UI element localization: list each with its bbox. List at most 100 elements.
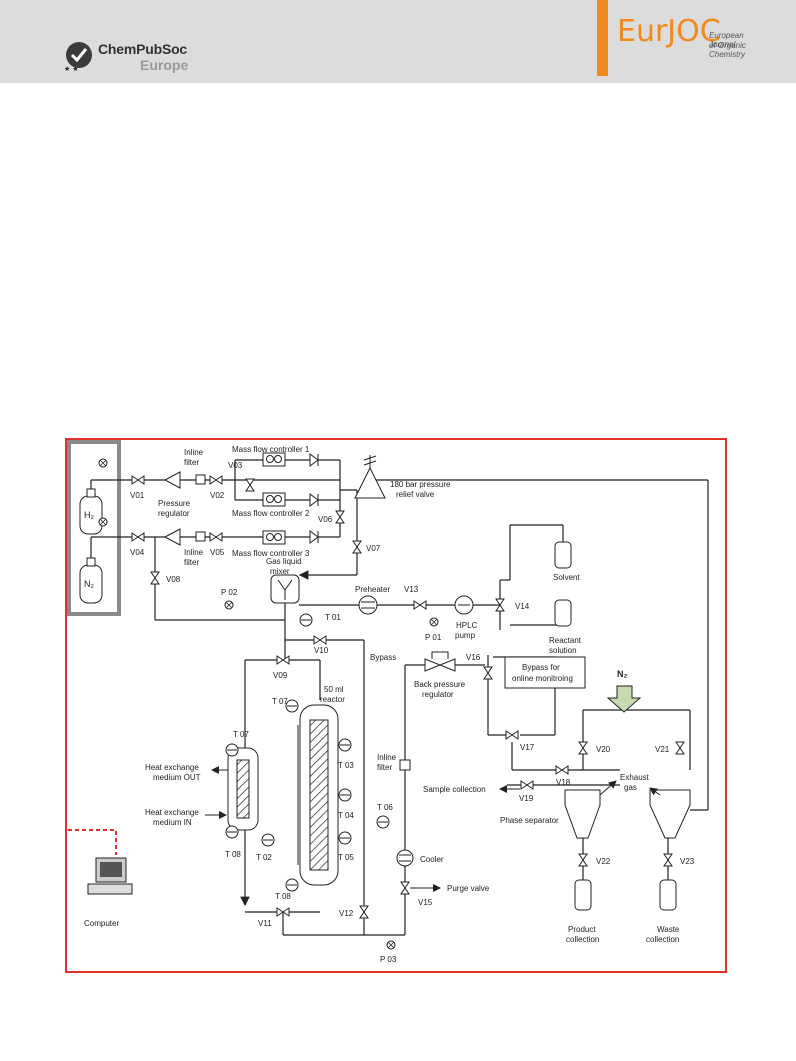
valve-v21[interactable]	[675, 741, 685, 755]
valve-v23[interactable]	[663, 853, 673, 867]
preheater-label: Preheater	[355, 585, 390, 594]
valve-v22-label: V22	[596, 857, 611, 866]
n2-cylinder	[79, 557, 103, 604]
valve-v03-label: V03	[228, 461, 243, 470]
valve-v07[interactable]	[352, 540, 362, 554]
mixer-label-b: mixer	[270, 567, 290, 576]
product-label-b: collection	[566, 935, 599, 944]
t05-sensor-icon	[338, 831, 352, 845]
phase-separator-2-icon	[649, 789, 691, 839]
t08a-label: T 08	[225, 850, 241, 859]
chempubsoc-logo: ★ ★ ChemPubSoc Europe	[62, 38, 222, 78]
computer-label: Computer	[84, 919, 119, 928]
valve-v09-label: V09	[273, 671, 288, 680]
p02-gauge-icon	[224, 600, 234, 610]
cooler-icon	[396, 849, 414, 867]
eurjoc-line1: European Journal	[709, 31, 744, 49]
hplc-pump-icon	[454, 595, 474, 615]
inline-filter-2-label-b: filter	[184, 558, 199, 567]
chempubsoc-name: ChemPubSoc	[98, 41, 188, 57]
mfc-3-label: Mass flow controller 3	[232, 549, 310, 558]
valve-v19[interactable]	[520, 780, 534, 790]
t07a-sensor-icon	[225, 743, 239, 757]
mfc-2-icon	[262, 492, 319, 507]
t03-label: T 03	[338, 761, 354, 770]
valve-v12[interactable]	[359, 905, 369, 919]
preheater-icon	[358, 595, 378, 615]
hx-in-label-a: Heat exchange	[145, 808, 199, 817]
p01-gauge-icon	[429, 617, 439, 627]
valve-v08-label: V08	[166, 575, 181, 584]
t01-sensor-icon	[299, 613, 313, 627]
gas-cabinet	[67, 440, 121, 616]
heat-exchanger-icon	[227, 747, 259, 831]
chempubsoc-sub: Europe	[140, 57, 189, 73]
mfc-1-icon	[262, 452, 319, 467]
bypass-online-label-b: online monitroing	[512, 674, 573, 683]
valve-v20[interactable]	[578, 741, 588, 755]
solvent-bottle-icon	[554, 541, 572, 569]
reactor-label-b: reactor	[320, 695, 345, 704]
t06-label: T 06	[377, 803, 393, 812]
t05-label: T 05	[338, 853, 354, 862]
valve-v12-label: V12	[339, 909, 354, 918]
accent-bar	[597, 0, 608, 76]
relief-valve-icon	[354, 455, 386, 499]
valve-v04[interactable]	[131, 532, 145, 542]
p01-label: P 01	[425, 633, 442, 642]
n2-label: N₂	[84, 579, 94, 589]
hx-out-label-a: Heat exchange	[145, 763, 199, 772]
valve-v06[interactable]	[335, 510, 345, 524]
valve-v18[interactable]	[555, 765, 569, 775]
valve-v16-label: V16	[466, 653, 481, 662]
t08b-sensor-icon	[285, 878, 299, 892]
pressure-regulator-label-a: Pressure	[158, 499, 191, 508]
valve-v01[interactable]	[131, 475, 145, 485]
t02-sensor-icon	[261, 833, 275, 847]
h2-label: H₂	[84, 510, 94, 520]
t06-sensor-icon	[376, 815, 390, 829]
valve-v05[interactable]	[209, 532, 223, 542]
h2-cylinder	[79, 488, 103, 535]
solvent-label: Solvent	[553, 573, 580, 582]
cooler-label: Cooler	[420, 855, 444, 864]
valve-v18-label: V18	[556, 778, 571, 787]
pressure-regulator-2-icon	[163, 528, 181, 546]
valve-v15[interactable]	[400, 881, 410, 895]
t04-label: T 04	[338, 811, 354, 820]
reactor-icon	[297, 704, 339, 886]
valve-v17[interactable]	[505, 730, 519, 740]
valve-v11-label: V11	[258, 919, 272, 928]
exhaust-label-a: Exhaust	[620, 773, 650, 782]
purge-label: Purge valve	[447, 884, 490, 893]
inline-filter-3-label-a: Inline	[377, 753, 397, 762]
reactant-bottle-icon	[554, 599, 572, 627]
valve-v03[interactable]	[245, 478, 255, 492]
valve-v22[interactable]	[578, 853, 588, 867]
t02-label: T 02	[256, 853, 272, 862]
valve-v20-label: V20	[596, 745, 611, 754]
valve-v15-label: V15	[418, 898, 433, 907]
valve-v13[interactable]	[413, 600, 427, 610]
exhaust-arrow-2	[649, 787, 661, 796]
valve-v09[interactable]	[276, 655, 290, 665]
hplc-label-b: pump	[455, 631, 476, 640]
valve-v06-label: V06	[318, 515, 333, 524]
n2-inlet-arrow-icon	[606, 685, 642, 713]
valve-v10[interactable]	[313, 635, 327, 645]
back-pressure-regulator-icon	[424, 651, 456, 672]
eurjoc-logo: EurJOC European Journal of Organic Chemi…	[617, 14, 767, 60]
product-bottle-icon	[574, 879, 592, 911]
reactant-label-a: Reactant	[549, 636, 582, 645]
t07a-label: T 07	[233, 730, 249, 739]
valve-v02[interactable]	[209, 475, 223, 485]
inline-filter-1-label-a: Inline	[184, 448, 204, 457]
valve-v10-label: V10	[314, 646, 329, 655]
t08b-label: T 08	[275, 892, 291, 901]
exhaust-arrow-1	[599, 780, 617, 796]
inline-filter-2-icon	[195, 531, 206, 542]
phase-separator-label: Phase separator	[500, 816, 559, 825]
valve-v16[interactable]	[483, 666, 493, 680]
valve-v08[interactable]	[150, 571, 160, 585]
